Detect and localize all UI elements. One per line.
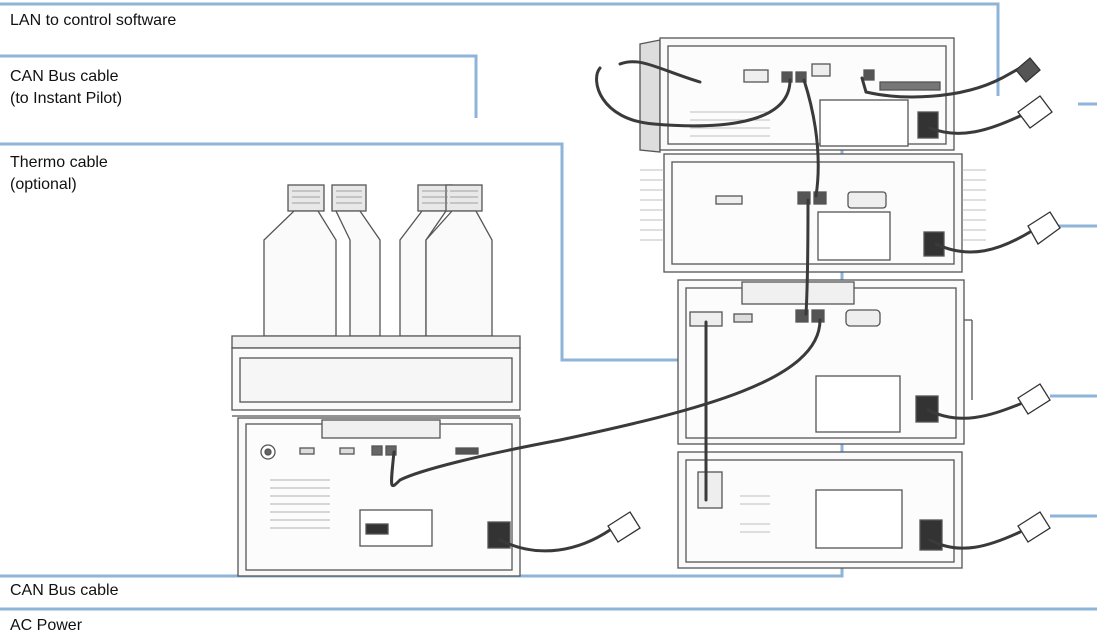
- power-cable-3: [926, 402, 1022, 420]
- cables: [390, 60, 1032, 553]
- power-plug-5: [607, 511, 641, 543]
- thermo-label-line2: (optional): [10, 176, 77, 193]
- power-plug-1: [1017, 95, 1053, 129]
- power-plug-4: [1017, 511, 1051, 543]
- can-bus-bottom-label: CAN Bus cable: [10, 582, 119, 599]
- thermo-label-line1: Thermo cable: [10, 154, 108, 171]
- stack-module-1: [639, 37, 955, 153]
- lan-cable: [860, 66, 1022, 99]
- pump-module: [237, 417, 521, 577]
- power-cable-2: [934, 230, 1032, 254]
- power-plug-3: [1017, 383, 1051, 415]
- thermo-callout-line: [0, 142, 715, 362]
- can-instant-pilot-cable: [595, 66, 792, 128]
- can-link-3: [390, 318, 822, 488]
- power-cable-1: [928, 114, 1022, 135]
- can-bus-top-label-line1: CAN Bus cable: [10, 68, 119, 85]
- can-top-callout-line: [0, 54, 478, 118]
- lan-callout-line: [0, 2, 1000, 96]
- power-plugs: [607, 57, 1061, 543]
- solvent-bottles: [263, 184, 493, 337]
- power-cable-4: [928, 530, 1022, 550]
- solvent-cabinet: [231, 335, 521, 417]
- power-plug-2: [1027, 211, 1061, 245]
- stack-module-4: [677, 451, 963, 569]
- can-link-2: [804, 198, 810, 316]
- instant-pilot-loop: [618, 60, 702, 84]
- power-cable-5: [498, 528, 612, 553]
- can-link-1: [802, 78, 820, 198]
- stack-module-2: [640, 153, 986, 273]
- lan-plug: [1015, 57, 1041, 83]
- ac-power-label: AC Power: [10, 617, 83, 634]
- stack-module-3: [677, 279, 973, 445]
- lan-label: LAN to control software: [10, 12, 177, 29]
- can-bus-top-label-line2: (to Instant Pilot): [10, 90, 123, 107]
